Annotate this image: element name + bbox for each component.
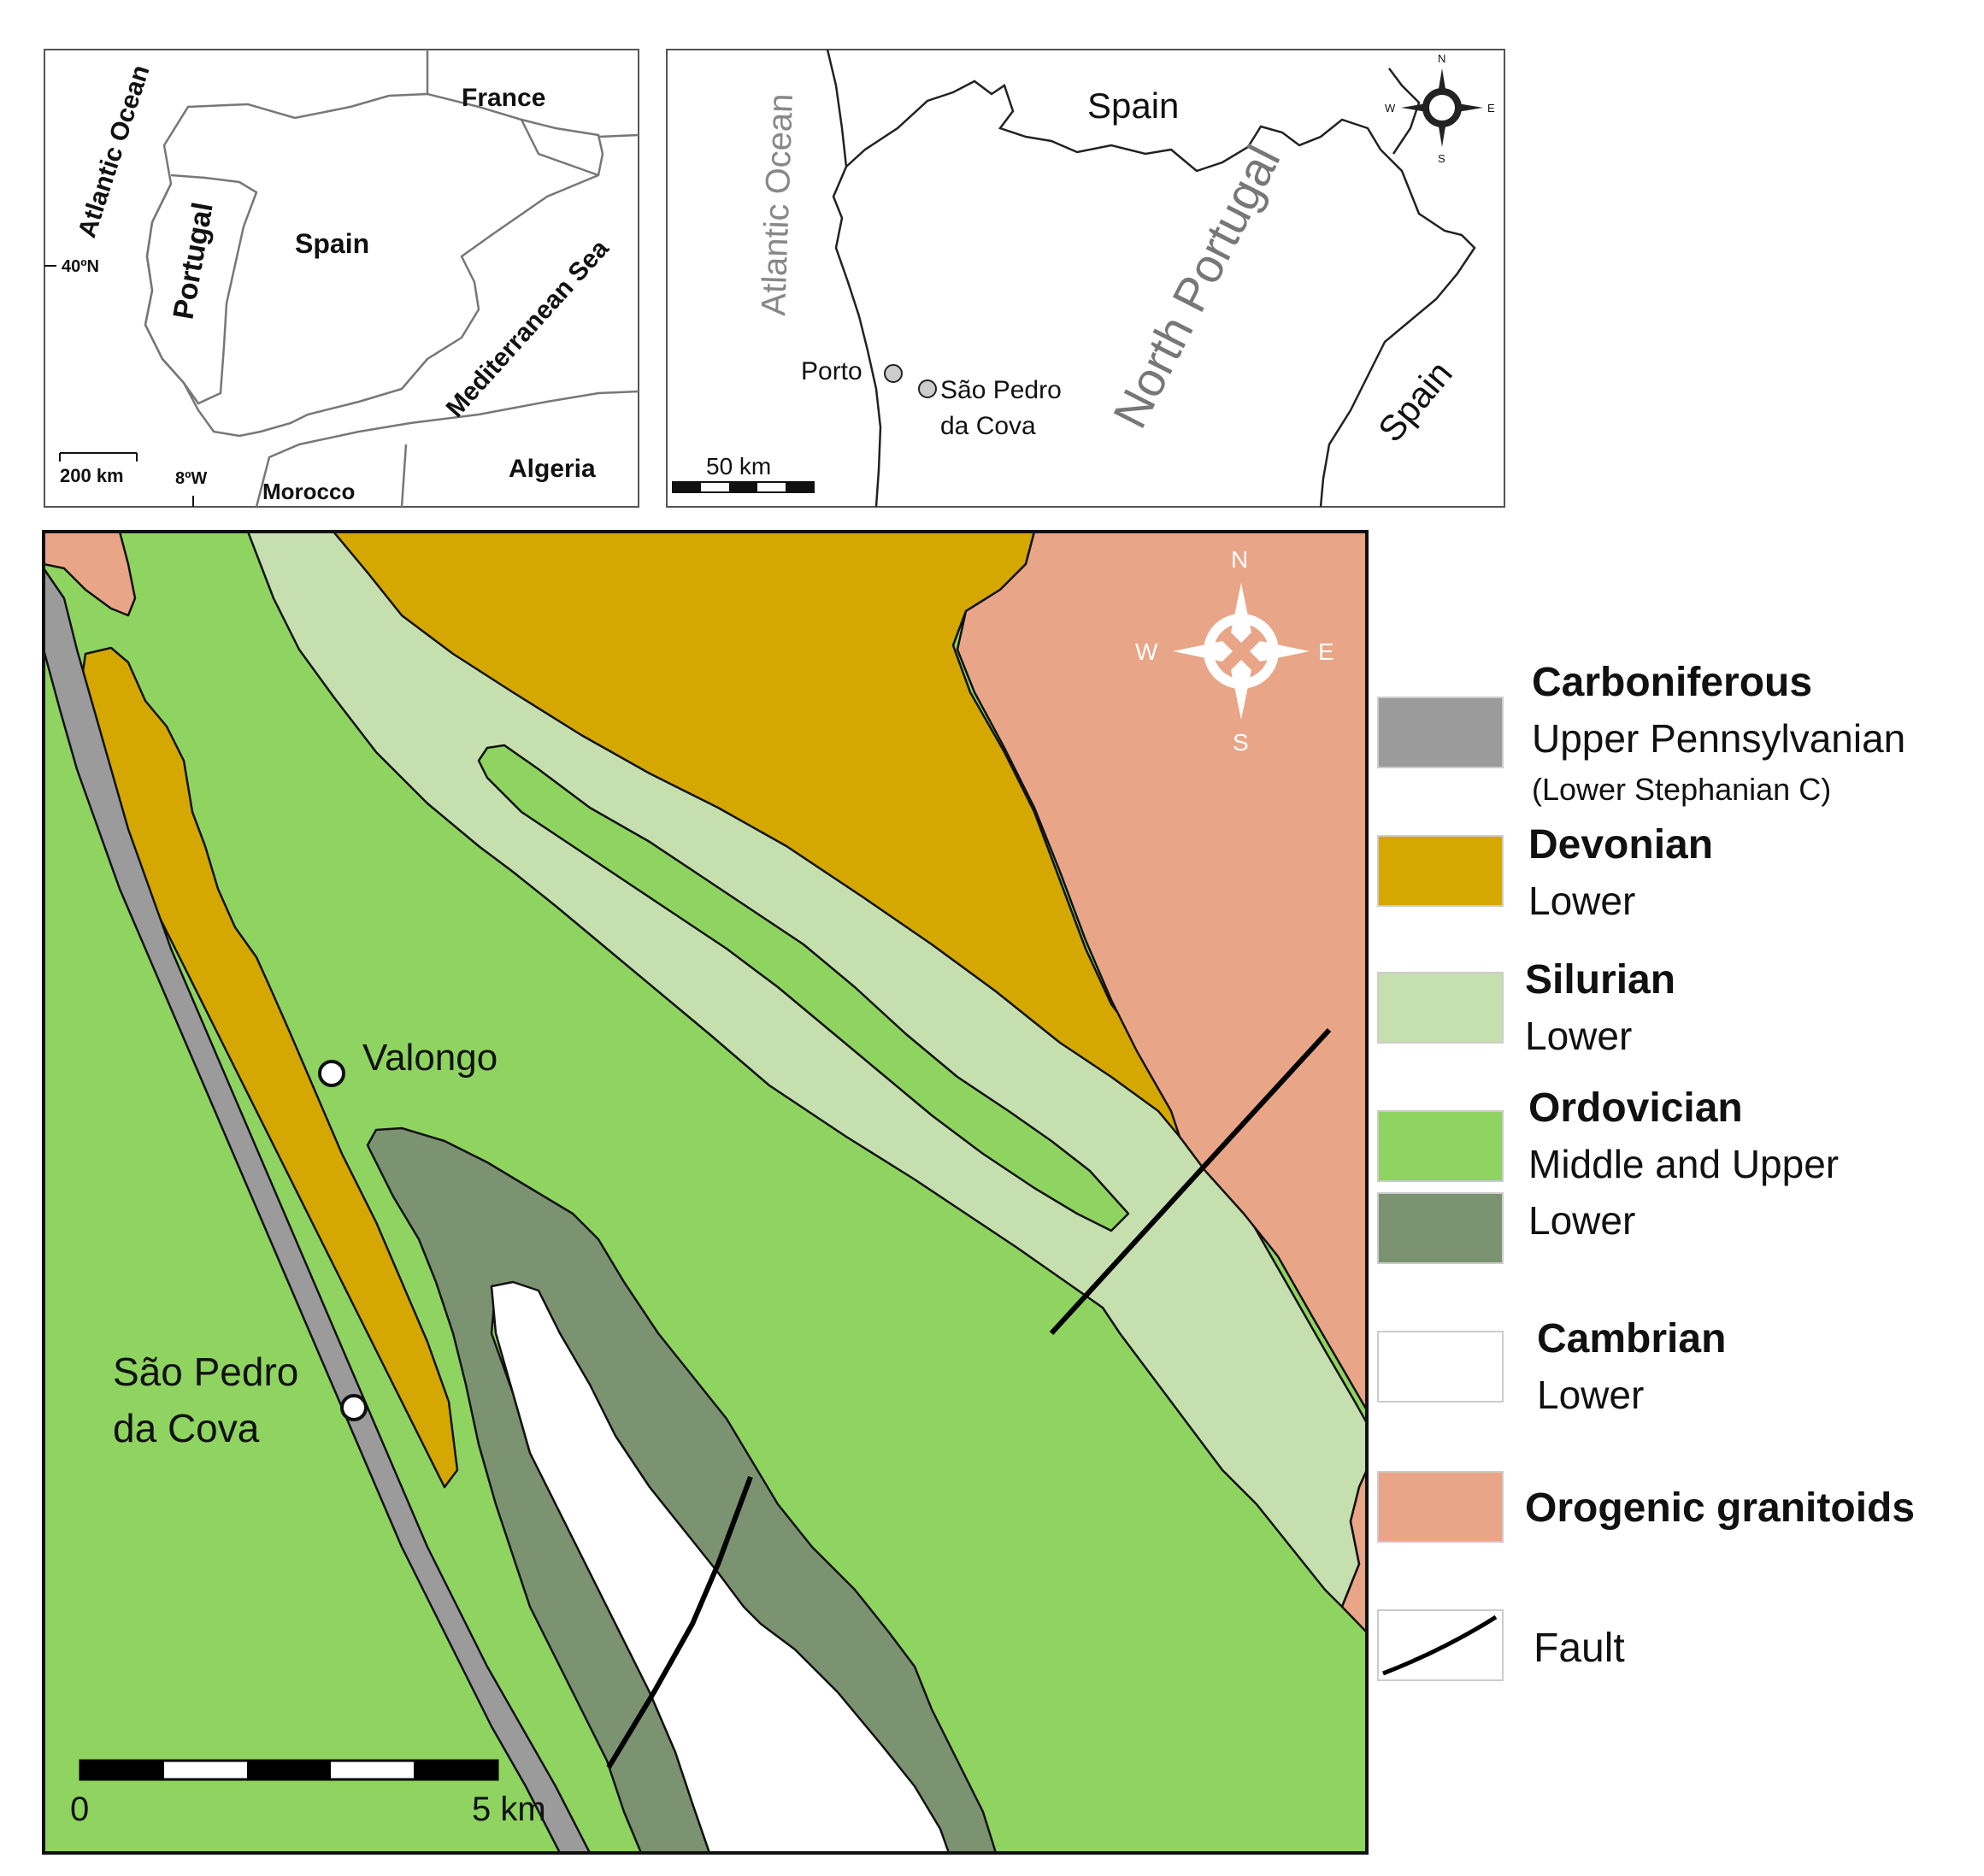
inset-portugal-scale-bar [672,481,815,493]
legend: Carboniferous Upper Pennsylvanian (Lower… [1377,660,1915,1681]
unit-granitoids-east [956,532,1367,1412]
inset-portugal-borders [826,50,1476,507]
spain-border [845,79,1476,507]
unit-ordovician-lens [477,744,1130,1232]
legend-swatch-devonian [1377,835,1504,907]
main-compass-s: S [1233,729,1249,756]
main-compass-e: E [1318,638,1334,665]
main-scale-end: 5 km [472,1791,546,1828]
inset-iberia-lon-label: 8ºW [175,469,207,488]
legend-swatch-silurian [1377,972,1504,1044]
inset-portugal-sao-pedro-label-2: da Cova [940,412,1036,440]
legend-carboniferous-sub2: (Lower Stephanian C) [1532,772,1831,807]
inset-compass-e: E [1487,102,1495,115]
legend-carboniferous-title: Carboniferous [1532,660,1812,705]
main-compass-w: W [1135,638,1158,665]
sao-pedro-marker-inset [918,379,937,398]
inset-iberia-morocco-label: Morocco [262,479,355,504]
legend-swatch-ordovician-middle-upper [1377,1110,1504,1182]
unit-carboniferous [44,567,592,1853]
valongo-marker [318,1060,345,1087]
main-scale-zero: 0 [70,1791,89,1828]
sao-pedro-label-2: da Cova [113,1406,260,1450]
inset-portugal-porto-label: Porto [801,357,862,385]
main-map-frame [42,530,1369,1855]
legend-cambrian-title: Cambrian [1537,1316,1726,1361]
inset-iberia-borders [144,50,639,507]
legend-swatch-cambrian [1377,1331,1504,1403]
inset-iberia-france-label: France [462,84,545,112]
porto-marker [884,364,903,383]
portugal-outline [144,173,258,405]
north-africa-coast [255,390,639,507]
fault-southwest [606,1475,753,1769]
legend-fault-line-icon [1382,1614,1498,1676]
inset-compass-n: N [1438,52,1445,65]
inset-compass-w: W [1385,102,1396,115]
inset-portugal-scale-label: 50 km [706,453,771,479]
legend-silurian-sub: Lower [1525,1014,1632,1058]
legend-swatch-carboniferous [1377,697,1504,768]
legend-swatch-granitoids [1377,1471,1504,1543]
inset-portugal-compass-icon [1401,68,1483,147]
legend-ordovician-sub1: Middle and Upper [1528,1142,1839,1186]
inset-iberia-lat-label: 40ºN [62,257,99,276]
legend-devonian-title: Devonian [1528,822,1713,867]
inset-iberia-algeria-label: Algeria [509,455,596,483]
inset-iberia-scale-bar [59,452,138,462]
sao-pedro-marker [340,1394,368,1421]
legend-cambrian-sub: Lower [1537,1373,1644,1417]
inset-portugal-frame [666,49,1505,508]
inset-iberia-spain-label: Spain [295,228,369,259]
border-spur [1388,68,1421,155]
main-compass-n: N [1231,546,1248,573]
legend-ordovician-sub2: Lower [1528,1198,1635,1243]
legend-granitoids-title: Orogenic granitoids [1525,1485,1915,1531]
legend-carboniferous-sub1: Upper Pennsylvanian [1532,716,1905,761]
inset-compass-s: S [1438,152,1445,165]
inset-portugal-sao-pedro-label-1: São Pedro [940,376,1062,404]
valongo-label: Valongo [362,1037,497,1079]
main-compass-icon [1173,583,1310,720]
legend-silurian-title: Silurian [1525,957,1675,1003]
geological-map: Valongo São Pedro da Cova 0 5 km N S E W [42,530,1369,1855]
portugal-coastline [826,50,882,507]
sao-pedro-label-1: São Pedro [113,1350,298,1394]
legend-fault-label: Fault [1534,1626,1625,1671]
main-scale-bar [79,1759,499,1781]
france-east-border [598,133,639,138]
legend-swatch-ordovician-lower [1377,1192,1504,1264]
inset-iberia-frame [44,49,639,508]
legend-devonian-sub: Lower [1528,879,1635,923]
inset-portugal-ocean-label: Atlantic Ocean [755,93,800,317]
morocco-algeria-border [400,444,408,507]
inset-iberia-scale-label: 200 km [60,465,124,486]
unit-granitoids-nw [44,532,137,617]
legend-ordovician-title: Ordovician [1528,1085,1743,1131]
inset-portugal-spain-north-label: Spain [1087,85,1179,126]
fault-northeast [1049,1027,1332,1336]
unit-cambrian [490,1280,951,1853]
inset-north-portugal: Atlantic Ocean Spain North Portugal Spai… [666,49,1505,508]
unit-granitoids-east-small [1340,1468,1367,1634]
inset-iberia: Atlantic Ocean France Portugal Spain Med… [44,49,639,508]
pyrenees-border [520,119,599,177]
